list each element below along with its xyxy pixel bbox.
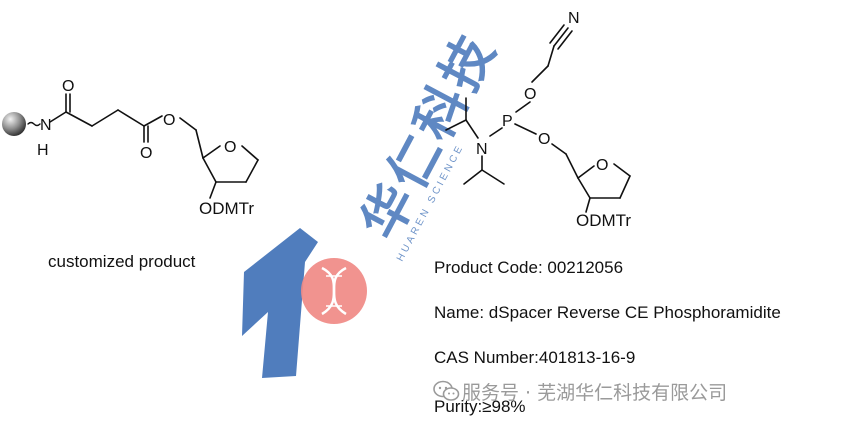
dna-logo-icon — [301, 258, 367, 324]
left-amide-n: N — [40, 117, 52, 134]
left-ring-o: O — [224, 139, 236, 156]
customized-product-structure — [27, 93, 259, 199]
huaren-watermark: 华仁科技 HUAREN SCIENCE — [242, 23, 509, 378]
customized-product-caption: customized product — [48, 252, 196, 271]
wechat-icon — [433, 380, 460, 401]
cas-number-text: CAS Number:401813-16-9 — [434, 348, 636, 367]
purity-text: Purity:≥98% — [434, 397, 526, 416]
right-odmtr-group: ODMTr — [576, 211, 631, 230]
left-amide-h: H — [37, 142, 49, 159]
phosphoramidite-structure — [445, 24, 631, 213]
left-ester-o: O — [163, 112, 175, 129]
right-link-o: O — [538, 131, 550, 148]
left-atom-labels: O N H O O O ODMTr — [37, 78, 254, 218]
right-nitrile-n: N — [568, 10, 580, 27]
left-odmtr-group: ODMTr — [199, 199, 254, 218]
right-atom-labels: N O P N O O ODMTr — [476, 10, 631, 230]
left-ester-carbonyl-o: O — [140, 145, 152, 162]
left-carbonyl-o: O — [62, 78, 74, 95]
product-name-text: Name: dSpacer Reverse CE Phosphoramidite — [434, 303, 781, 322]
hammer-logo-icon — [242, 228, 318, 378]
right-cyanoethyl-o: O — [524, 86, 536, 103]
right-phosphorus: P — [502, 113, 513, 130]
product-code-text: Product Code: 00212056 — [434, 258, 624, 277]
source-label: 服务号 · 芜湖华仁科技有限公司 — [462, 382, 728, 404]
right-ring-o: O — [596, 157, 608, 174]
solid-support-bead-icon — [2, 112, 26, 136]
right-amine-n: N — [476, 141, 488, 158]
